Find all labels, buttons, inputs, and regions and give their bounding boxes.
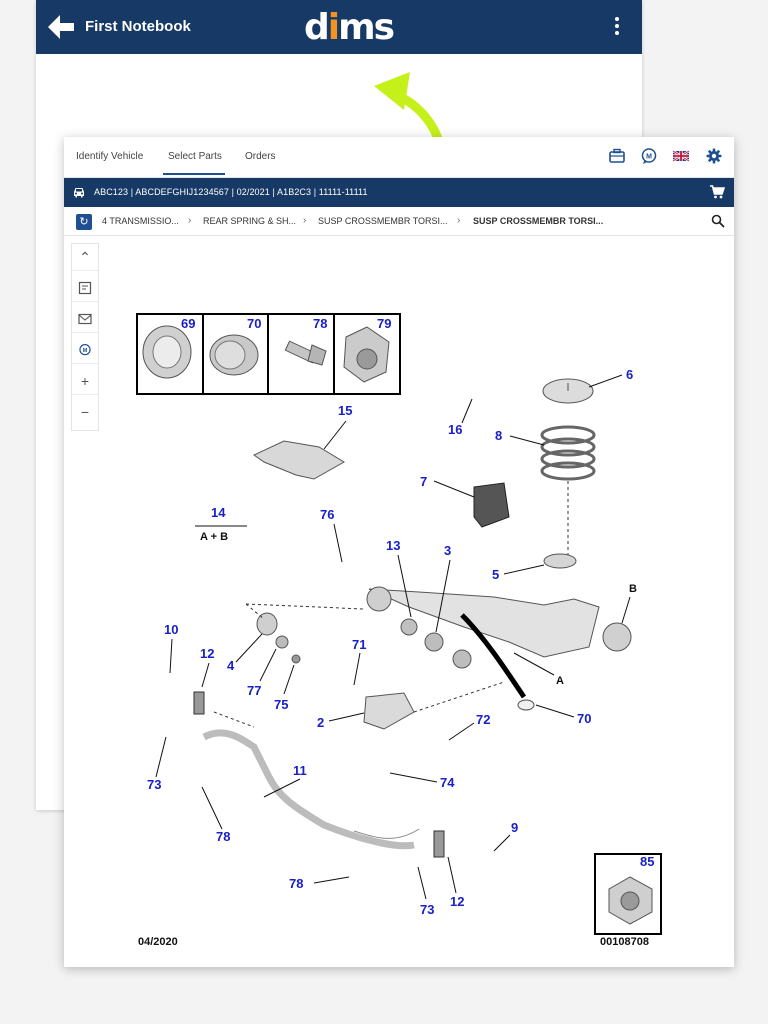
breadcrumb-separator: ›	[188, 215, 192, 226]
part-15-heat-shield[interactable]	[253, 440, 345, 480]
callout-75[interactable]: 75	[274, 697, 288, 712]
callouts: 6 16 8 15 7 14 A + B 76 13 3 5 B 10 12 4…	[147, 367, 654, 917]
callout-77[interactable]: 77	[247, 683, 261, 698]
callout-85[interactable]: 85	[640, 854, 654, 869]
callout-14[interactable]: 14	[211, 505, 226, 520]
uk-flag-icon[interactable]	[672, 147, 690, 165]
car-icon	[74, 188, 84, 198]
zoom-out-icon[interactable]: −	[80, 404, 90, 420]
part-6-spring-seat[interactable]	[542, 378, 594, 404]
diagram-date: 04/2020	[138, 936, 178, 948]
part-11-anti-roll-bar[interactable]	[202, 729, 420, 850]
callout-78-lower[interactable]: 78	[289, 876, 303, 891]
notebook-title: First Notebook	[85, 18, 191, 35]
parts-diagram: 69 70 78 79	[136, 313, 662, 948]
select-parts-window: Identify Vehicle Select Parts Orders M	[64, 137, 734, 967]
callout-12[interactable]: 12	[200, 646, 214, 661]
callout-78[interactable]: 78	[216, 829, 230, 844]
callout-4[interactable]: 4	[227, 658, 235, 673]
tab-bar: Identify Vehicle Select Parts Orders M	[64, 137, 734, 178]
tab-orders[interactable]: Orders	[245, 151, 276, 162]
active-tab-indicator	[163, 173, 225, 175]
part-78-bolt[interactable]	[284, 340, 327, 366]
callout-71[interactable]: 71	[352, 637, 366, 652]
part-70-plug[interactable]	[209, 334, 259, 376]
part-8-coil-spring[interactable]	[540, 425, 596, 557]
leader-lines	[155, 374, 631, 900]
dms-logo: dims	[304, 7, 395, 48]
part-69-cap[interactable]	[142, 325, 192, 379]
callout-15[interactable]: 15	[338, 403, 352, 418]
callout-8[interactable]: 8	[495, 428, 502, 443]
search-icon[interactable]	[711, 214, 725, 228]
notes-list-icon[interactable]	[72, 275, 98, 302]
callout-76[interactable]: 76	[320, 507, 334, 522]
breadcrumb-item-rear-spring[interactable]: REAR SPRING & SH...	[203, 216, 297, 226]
inset-label-78: 78	[313, 316, 327, 331]
callout-9[interactable]: 9	[511, 820, 518, 835]
svg-text:M: M	[646, 154, 652, 161]
breadcrumb-separator: ›	[303, 215, 307, 226]
chat-m-icon[interactable]: M	[640, 147, 658, 165]
briefcase-icon[interactable]	[608, 147, 626, 165]
svg-text:M: M	[83, 348, 88, 354]
app-header: First Notebook dims	[36, 0, 642, 54]
callout-3[interactable]: 3	[444, 543, 451, 558]
breadcrumb-item-transmission[interactable]: 4 TRANSMISSIO...	[102, 216, 179, 226]
callout-6[interactable]: 6	[626, 367, 633, 382]
callout-16[interactable]: 16	[448, 422, 462, 437]
inset-label-79: 79	[377, 316, 391, 331]
callout-70[interactable]: 70	[577, 711, 591, 726]
part-85-nut-box	[594, 853, 662, 935]
callout-5[interactable]: 5	[492, 567, 499, 582]
tab-select-parts[interactable]: Select Parts	[168, 151, 222, 162]
callout-A[interactable]: A	[556, 675, 564, 687]
part-4-bushing[interactable]	[256, 612, 301, 664]
diagram-toolbar: ⌃ M + −	[71, 243, 99, 431]
assembly-lines	[213, 603, 505, 728]
callout-10[interactable]: 10	[164, 622, 178, 637]
breadcrumb: ↻ 4 TRANSMISSIO... › REAR SPRING & SH...…	[64, 207, 734, 236]
vehicle-details: ABC123 | ABCDEFGHIJ1234567 | 02/2021 | A…	[94, 187, 368, 197]
callout-7[interactable]: 7	[420, 474, 427, 489]
callout-11[interactable]: 11	[293, 763, 307, 778]
callout-2[interactable]: 2	[317, 715, 324, 730]
tab-identify-vehicle[interactable]: Identify Vehicle	[76, 151, 144, 162]
cart-icon[interactable]	[709, 184, 725, 200]
vehicle-info-bar: ABC123 | ABCDEFGHIJ1234567 | 02/2021 | A…	[64, 178, 734, 207]
part-5-lower-seat[interactable]	[543, 553, 577, 569]
settings-gear-icon[interactable]	[705, 147, 723, 165]
chat-m-icon[interactable]: M	[72, 337, 98, 364]
callout-72[interactable]: 72	[476, 712, 490, 727]
callout-74[interactable]: 74	[440, 775, 455, 790]
email-icon[interactable]	[72, 306, 98, 333]
part-3-crossmember[interactable]	[366, 586, 632, 711]
part-12-link[interactable]	[193, 691, 445, 858]
zoom-in-icon[interactable]: +	[72, 368, 98, 395]
callout-13[interactable]: 13	[386, 538, 400, 553]
breadcrumb-separator: ›	[457, 215, 461, 226]
inset-parts-box: 69 70 78 79	[136, 313, 401, 395]
more-options-icon[interactable]	[610, 14, 624, 40]
inset-label-70: 70	[247, 316, 261, 331]
inset-label-69: 69	[181, 316, 195, 331]
collapse-up-icon[interactable]: ⌃	[72, 244, 98, 271]
diagram-reference: 00108708	[600, 936, 649, 948]
breadcrumb-item-susp-crossmember[interactable]: SUSP CROSSMEMBR TORSI...	[318, 216, 448, 226]
callout-B[interactable]: B	[629, 583, 637, 595]
callout-73[interactable]: 73	[147, 777, 161, 792]
callout-73-lower[interactable]: 73	[420, 902, 434, 917]
part-79-nut[interactable]	[343, 326, 390, 383]
breadcrumb-home-icon[interactable]: ↻	[76, 214, 92, 230]
callout-12-lower[interactable]: 12	[450, 894, 464, 909]
part-7-bump-stop[interactable]	[473, 482, 510, 528]
part-2-bracket[interactable]	[363, 692, 415, 730]
back-arrow-icon[interactable]	[46, 12, 76, 42]
callout-14-sub: A + B	[200, 531, 228, 543]
breadcrumb-item-current: SUSP CROSSMEMBR TORSI...	[473, 216, 604, 226]
